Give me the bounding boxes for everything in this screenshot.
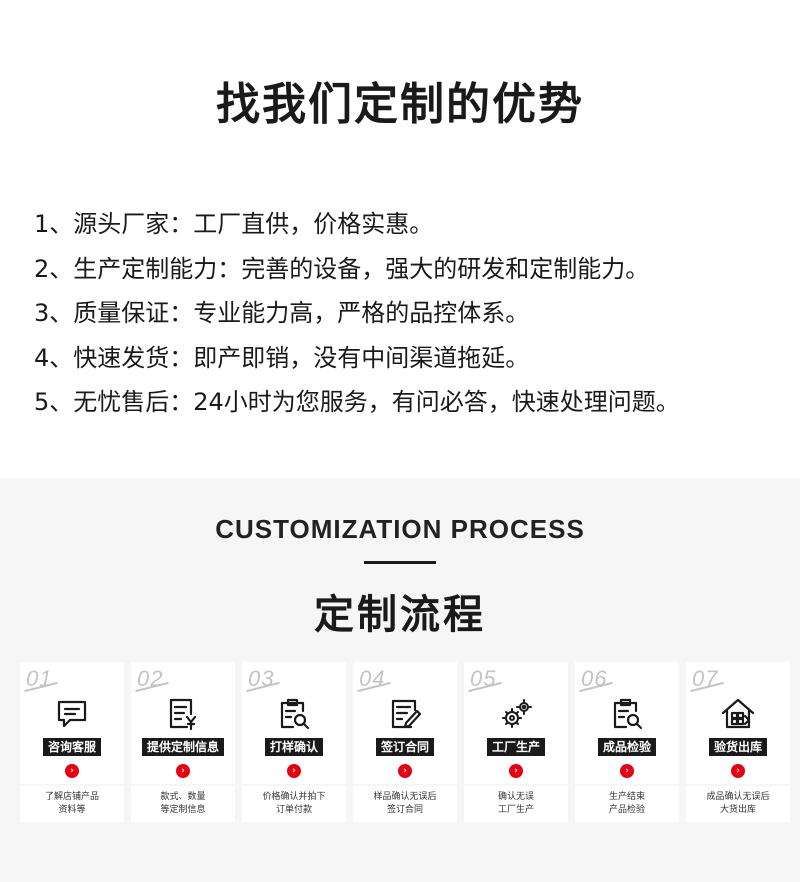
step-card: 03 打样确认 › xyxy=(242,662,346,784)
step-desc-line: 资料等 xyxy=(58,805,86,815)
step-card: 01 咨询客服 › xyxy=(20,662,124,784)
step-desc-line: 工厂生产 xyxy=(497,805,534,815)
gears-icon xyxy=(498,696,534,732)
step-number: 01 xyxy=(26,666,53,691)
step-number: 04 xyxy=(359,666,386,691)
process-step-3: 03 打样确认 › 价格确认并拍下 订单付款 xyxy=(242,662,346,822)
step-desc-line: 大货出库 xyxy=(719,805,756,815)
contract-pen-icon xyxy=(387,696,423,732)
step-label: 提供定制信息 xyxy=(141,738,225,756)
step-label: 成品检验 xyxy=(597,738,657,756)
step-card: 02 提供定制信息 › xyxy=(131,662,235,784)
process-step-1: 01 咨询客服 › 了解店铺产品 资料等 xyxy=(20,662,124,822)
step-desc-line: 签订合同 xyxy=(386,805,423,815)
arrow-right-icon: › xyxy=(620,764,634,778)
process-step-4: 04 签订合同 › 样品确认无误后 签订合同 xyxy=(353,662,457,822)
arrow-right-icon: › xyxy=(65,764,79,778)
process-title-en: CUSTOMIZATION PROCESS xyxy=(215,514,585,544)
step-desc-line: 产品检验 xyxy=(608,805,645,815)
step-card: 04 签订合同 › xyxy=(353,662,457,784)
step-desc-line: 了解店铺产品 xyxy=(44,792,99,802)
step-description: 确认无误 工厂生产 xyxy=(464,786,568,822)
advantages-section: 找我们定制的优势 1、源头厂家：工厂直供，价格实惠。 2、生产定制能力：完善的设… xyxy=(34,79,794,425)
step-label: 咨询客服 xyxy=(42,738,102,756)
step-number: 05 xyxy=(470,666,497,691)
title-divider xyxy=(364,561,436,564)
arrow-right-icon: › xyxy=(398,764,412,778)
process-step-2: 02 提供定制信息 › 款式、数量 等定制信息 xyxy=(131,662,235,822)
step-card: 05 工厂生产 › xyxy=(464,662,568,784)
step-description: 款式、数量 等定制信息 xyxy=(131,786,235,822)
process-step-5: 05 工厂生产 › xyxy=(464,662,568,822)
step-description: 样品确认无误后 签订合同 xyxy=(353,786,457,822)
advantage-item: 2、生产定制能力：完善的设备，强大的研发和定制能力。 xyxy=(34,254,650,283)
step-description: 了解店铺产品 资料等 xyxy=(20,786,124,822)
step-label: 签订合同 xyxy=(375,738,435,756)
process-title-cn: 定制流程 xyxy=(314,592,486,638)
price-document-icon xyxy=(165,696,201,732)
step-desc-line: 款式、数量 xyxy=(160,792,206,802)
clipboard-search-icon xyxy=(276,696,312,732)
step-desc-line: 确认无误 xyxy=(497,792,534,802)
arrow-right-icon: › xyxy=(509,764,523,778)
step-label: 打样确认 xyxy=(264,738,324,756)
step-description: 成品确认无误后 大货出库 xyxy=(686,786,790,822)
arrow-right-icon: › xyxy=(731,764,745,778)
arrow-right-icon: › xyxy=(176,764,190,778)
advantage-item: 4、快速发货：即产即销，没有中间渠道拖延。 xyxy=(34,343,530,372)
step-card: 06 成品检验 › xyxy=(575,662,679,784)
arrow-right-icon: › xyxy=(287,764,301,778)
step-number: 06 xyxy=(581,666,608,691)
step-desc-line: 成品确认无误后 xyxy=(706,792,770,802)
process-step-7: 07 验货出库 › 成品确认无误后 大货出库 xyxy=(686,662,790,822)
step-card: 07 验货出库 › xyxy=(686,662,790,784)
step-description: 生产结束 产品检验 xyxy=(575,786,679,822)
step-number: 02 xyxy=(137,666,164,691)
step-desc-line: 价格确认并拍下 xyxy=(262,792,326,802)
process-steps: 01 咨询客服 › 了解店铺产品 资料等 02 xyxy=(20,662,790,822)
step-desc-line: 等定制信息 xyxy=(160,805,206,815)
warehouse-icon xyxy=(720,696,756,732)
chat-icon xyxy=(54,696,90,732)
step-desc-line: 生产结束 xyxy=(608,792,645,802)
advantage-item: 5、无忧售后：24小时为您服务，有问必答，快速处理问题。 xyxy=(34,388,680,416)
step-number: 07 xyxy=(692,666,719,691)
advantage-item: 1、源头厂家：工厂直供，价格实惠。 xyxy=(34,210,434,238)
process-section: CUSTOMIZATION PROCESS 定制流程 01 咨询客服 › 了解店… xyxy=(0,478,800,882)
step-label: 验货出库 xyxy=(708,738,768,756)
step-desc-line: 订单付款 xyxy=(275,805,312,815)
advantages-list: 1、源头厂家：工厂直供，价格实惠。 2、生产定制能力：完善的设备，强大的研发和定… xyxy=(34,202,794,425)
advantage-item: 3、质量保证：专业能力高，严格的品控体系。 xyxy=(34,299,530,327)
step-label: 工厂生产 xyxy=(486,738,546,756)
step-number: 03 xyxy=(248,666,275,691)
step-desc-line: 样品确认无误后 xyxy=(373,792,437,802)
advantages-title: 找我们定制的优势 xyxy=(216,79,584,130)
inspection-icon xyxy=(609,696,645,732)
process-step-6: 06 成品检验 › 生产结束 产品检验 xyxy=(575,662,679,822)
step-description: 价格确认并拍下 订单付款 xyxy=(242,786,346,822)
